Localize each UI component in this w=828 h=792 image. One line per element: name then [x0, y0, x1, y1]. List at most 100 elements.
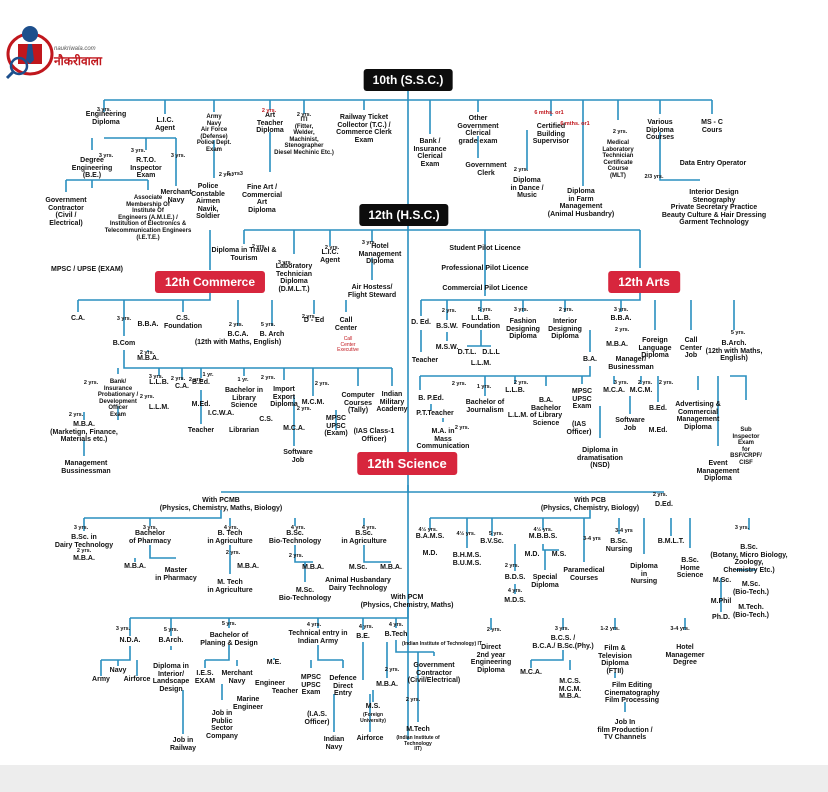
node-direct-2nd: Direct 2nd year Engineering Diploma [470, 644, 512, 674]
node-barch-com: B. Arch [259, 331, 285, 338]
node-mba-agri: M.B.A. [237, 563, 259, 570]
node-pcm: With PCM (Physics, Chemistry, Maths) [360, 594, 454, 609]
duration-label: 2 yrs. [260, 375, 276, 381]
node-cs: C.S. Foundation [163, 315, 203, 330]
node-ias-sci: (I.A.S. Officer) [304, 711, 330, 726]
duration-label: 2 yrs. [218, 172, 234, 178]
node-psc: Job in Public Sector Company [206, 710, 238, 740]
node-foreign-lang: Foreign Language Diploma [638, 337, 672, 360]
node-various-diploma: Various Diploma Courses [645, 119, 675, 142]
duration-label: 2 yrs. [513, 380, 529, 386]
node-govt-contractor-1: Government Contractor (Civil / Electrica… [45, 197, 87, 227]
node-ca: C.A. [71, 315, 85, 322]
node-software-job-com: Software Job [283, 449, 313, 464]
node-ded-arts: D. Ed. [411, 319, 431, 326]
duration-label: 4 yrs. [223, 525, 239, 531]
duration-label: 2 yrs. [614, 327, 630, 333]
duration-label: 6 mths. or1 [560, 121, 590, 127]
node-llm-arts-2: L.L.M. [507, 412, 529, 419]
node-lab-tech: Laboratory Technician Diploma (D.M.L.T.) [275, 263, 313, 293]
node-rto: R.T.O. Inspector Exam [130, 157, 162, 180]
node-army-navy: Army Navy Air Force (Defense) Police Dep… [196, 114, 232, 153]
duration-label: 2 yrs. [405, 697, 421, 703]
node-defence-entry: Defence Direct Entry [329, 675, 357, 698]
node-advertising: Advertising & Commercial Management Dipl… [675, 401, 721, 431]
duration-label: 2 yrs. [451, 381, 467, 387]
node-mba-pharm: M.B.A. [124, 563, 146, 570]
node-barch-sci: B.Arch. [158, 637, 184, 644]
node-ies: I.E.S. EXAM [194, 670, 216, 685]
duration-label: 4 yrs. [388, 622, 404, 628]
node-dll: D.L.L [482, 349, 500, 356]
duration-label: 3 yrs. [170, 153, 186, 159]
duration-label: 3-4 yrs. [670, 626, 690, 632]
duration-label: 1-2 yrs. [600, 626, 620, 632]
node-airforce-1: Airforce [123, 676, 151, 683]
node-job-railway: Job in Railway [169, 737, 197, 752]
note-foreign-univ: (Foreign University) [360, 712, 386, 724]
node-ba: B.A. [583, 356, 597, 363]
duration-label: 5 yrs. [477, 307, 493, 313]
node-lic-agent-2: L.I.C. Agent [320, 249, 340, 264]
duration-label: 2 yrs. [486, 627, 502, 633]
duration-label: 3 yrs. [513, 307, 529, 313]
node-iti: ITI (Fitter, Welder, Machinist, Stenogra… [274, 117, 334, 156]
duration-label: 4½ yrs. [456, 531, 476, 537]
node-mbbs: M.B.B.S. [528, 533, 558, 540]
node-mtech-agri: M. Tech in Agriculture [207, 579, 253, 594]
node-prof-pilot: Professional Pilot Licence [441, 265, 529, 272]
node-mca-sci: M.C.A. [520, 669, 542, 676]
node-sub-inspector: Sub Inspector Exam for BSF/CRPF/ CISF [730, 427, 762, 466]
node-ba-blis: B.A. Bachelor of Library Science [529, 397, 563, 427]
node-mba-be: M.B.A. [376, 681, 398, 688]
duration-label: 5 yrs. [488, 531, 504, 537]
node-mtech-bio: M.Tech. (Bio-Tech.) [732, 604, 770, 619]
node-railway-ticket: Railway Ticket Collector (T.C.) / Commer… [336, 114, 392, 144]
node-ms-2: M.S. [551, 551, 567, 558]
logo-small-text: naukriwala.com [54, 46, 96, 52]
node-bba-com: B.B.A. [137, 321, 159, 328]
node-govt-clerk: Government Clerk [465, 162, 507, 177]
node-bmlt: B.M.L.T. [657, 538, 685, 545]
node-llm-com: L.L.M. [148, 404, 170, 411]
node-mba-finance: M.B.A. (Marketign, Finance, Materials et… [50, 421, 118, 444]
duration-label: 2 yrs. [139, 350, 155, 356]
duration-label: 2 yrs. [504, 563, 520, 569]
node-bsc-home: B.Sc. Home Science [676, 557, 704, 580]
duration-label: 2 yrs. [83, 380, 99, 386]
duration-label: 3-4 yrs [583, 536, 601, 542]
node-mpsc-upsc-com: MPSC UPSC (Exam) [324, 415, 348, 438]
duration-label: 2 yrs. [288, 553, 304, 559]
duration-label: 2 yrs. [314, 381, 330, 387]
node-indian-military: Indian Military Academy [376, 391, 408, 414]
node-cert-building: Certified Building Supervisor [532, 123, 570, 146]
stage-12th-arts: 12th Arts [608, 271, 680, 293]
node-film-editing: Film Editing Cinematography Film Process… [604, 682, 660, 705]
node-student-pilot: Student Pilot Licence [449, 245, 521, 252]
node-icwa: I.C.W.A. [207, 410, 235, 417]
career-chart-canvas: naukriwala.com नौकरीवाला 10th (S.S.C.) 1… [5, 26, 788, 753]
duration-label: 4½ yrs. [418, 527, 438, 533]
duration-label: 2 yrs. [637, 380, 653, 386]
node-bsc-biotech: B.Sc. Bio-Technology [268, 530, 322, 545]
node-mpharm: Master in Pharmacy [155, 567, 197, 582]
node-manager: Manager/ Businessman [608, 356, 654, 371]
node-llb-arts-2: L.L.B. [505, 387, 525, 394]
note-iit-2: (Indian Institute of Technology IIT) [396, 735, 440, 753]
duration-label: 2 yrs. [139, 394, 155, 400]
duration-label: 2 yrs. [658, 380, 674, 386]
node-bsc-nursing: B.Sc. Nursing [605, 538, 633, 553]
node-ded-sci: D.Ed. [655, 501, 673, 508]
duration-label: 2 yrs. [441, 308, 457, 314]
duration-label: 4 yrs. [306, 622, 322, 628]
node-msc-dairy: M.B.A. [73, 555, 95, 562]
node-mba-agri-2: M.B.A. [380, 564, 402, 571]
duration-label: 3-4 yrs [615, 528, 633, 534]
duration-label: 3 yrs. [96, 107, 112, 113]
duration-label: 3 yrs. [277, 260, 293, 266]
duration-label: 4½ yrs. [533, 527, 553, 533]
node-pcb: With PCB (Physics, Chemistry, Biology) [540, 497, 640, 512]
node-bca-com: B.C.A. (12th with Maths, English) [194, 331, 282, 346]
duration-label: 5 yrs3 [227, 171, 243, 177]
duration-label: 1 yrs. [476, 384, 492, 390]
